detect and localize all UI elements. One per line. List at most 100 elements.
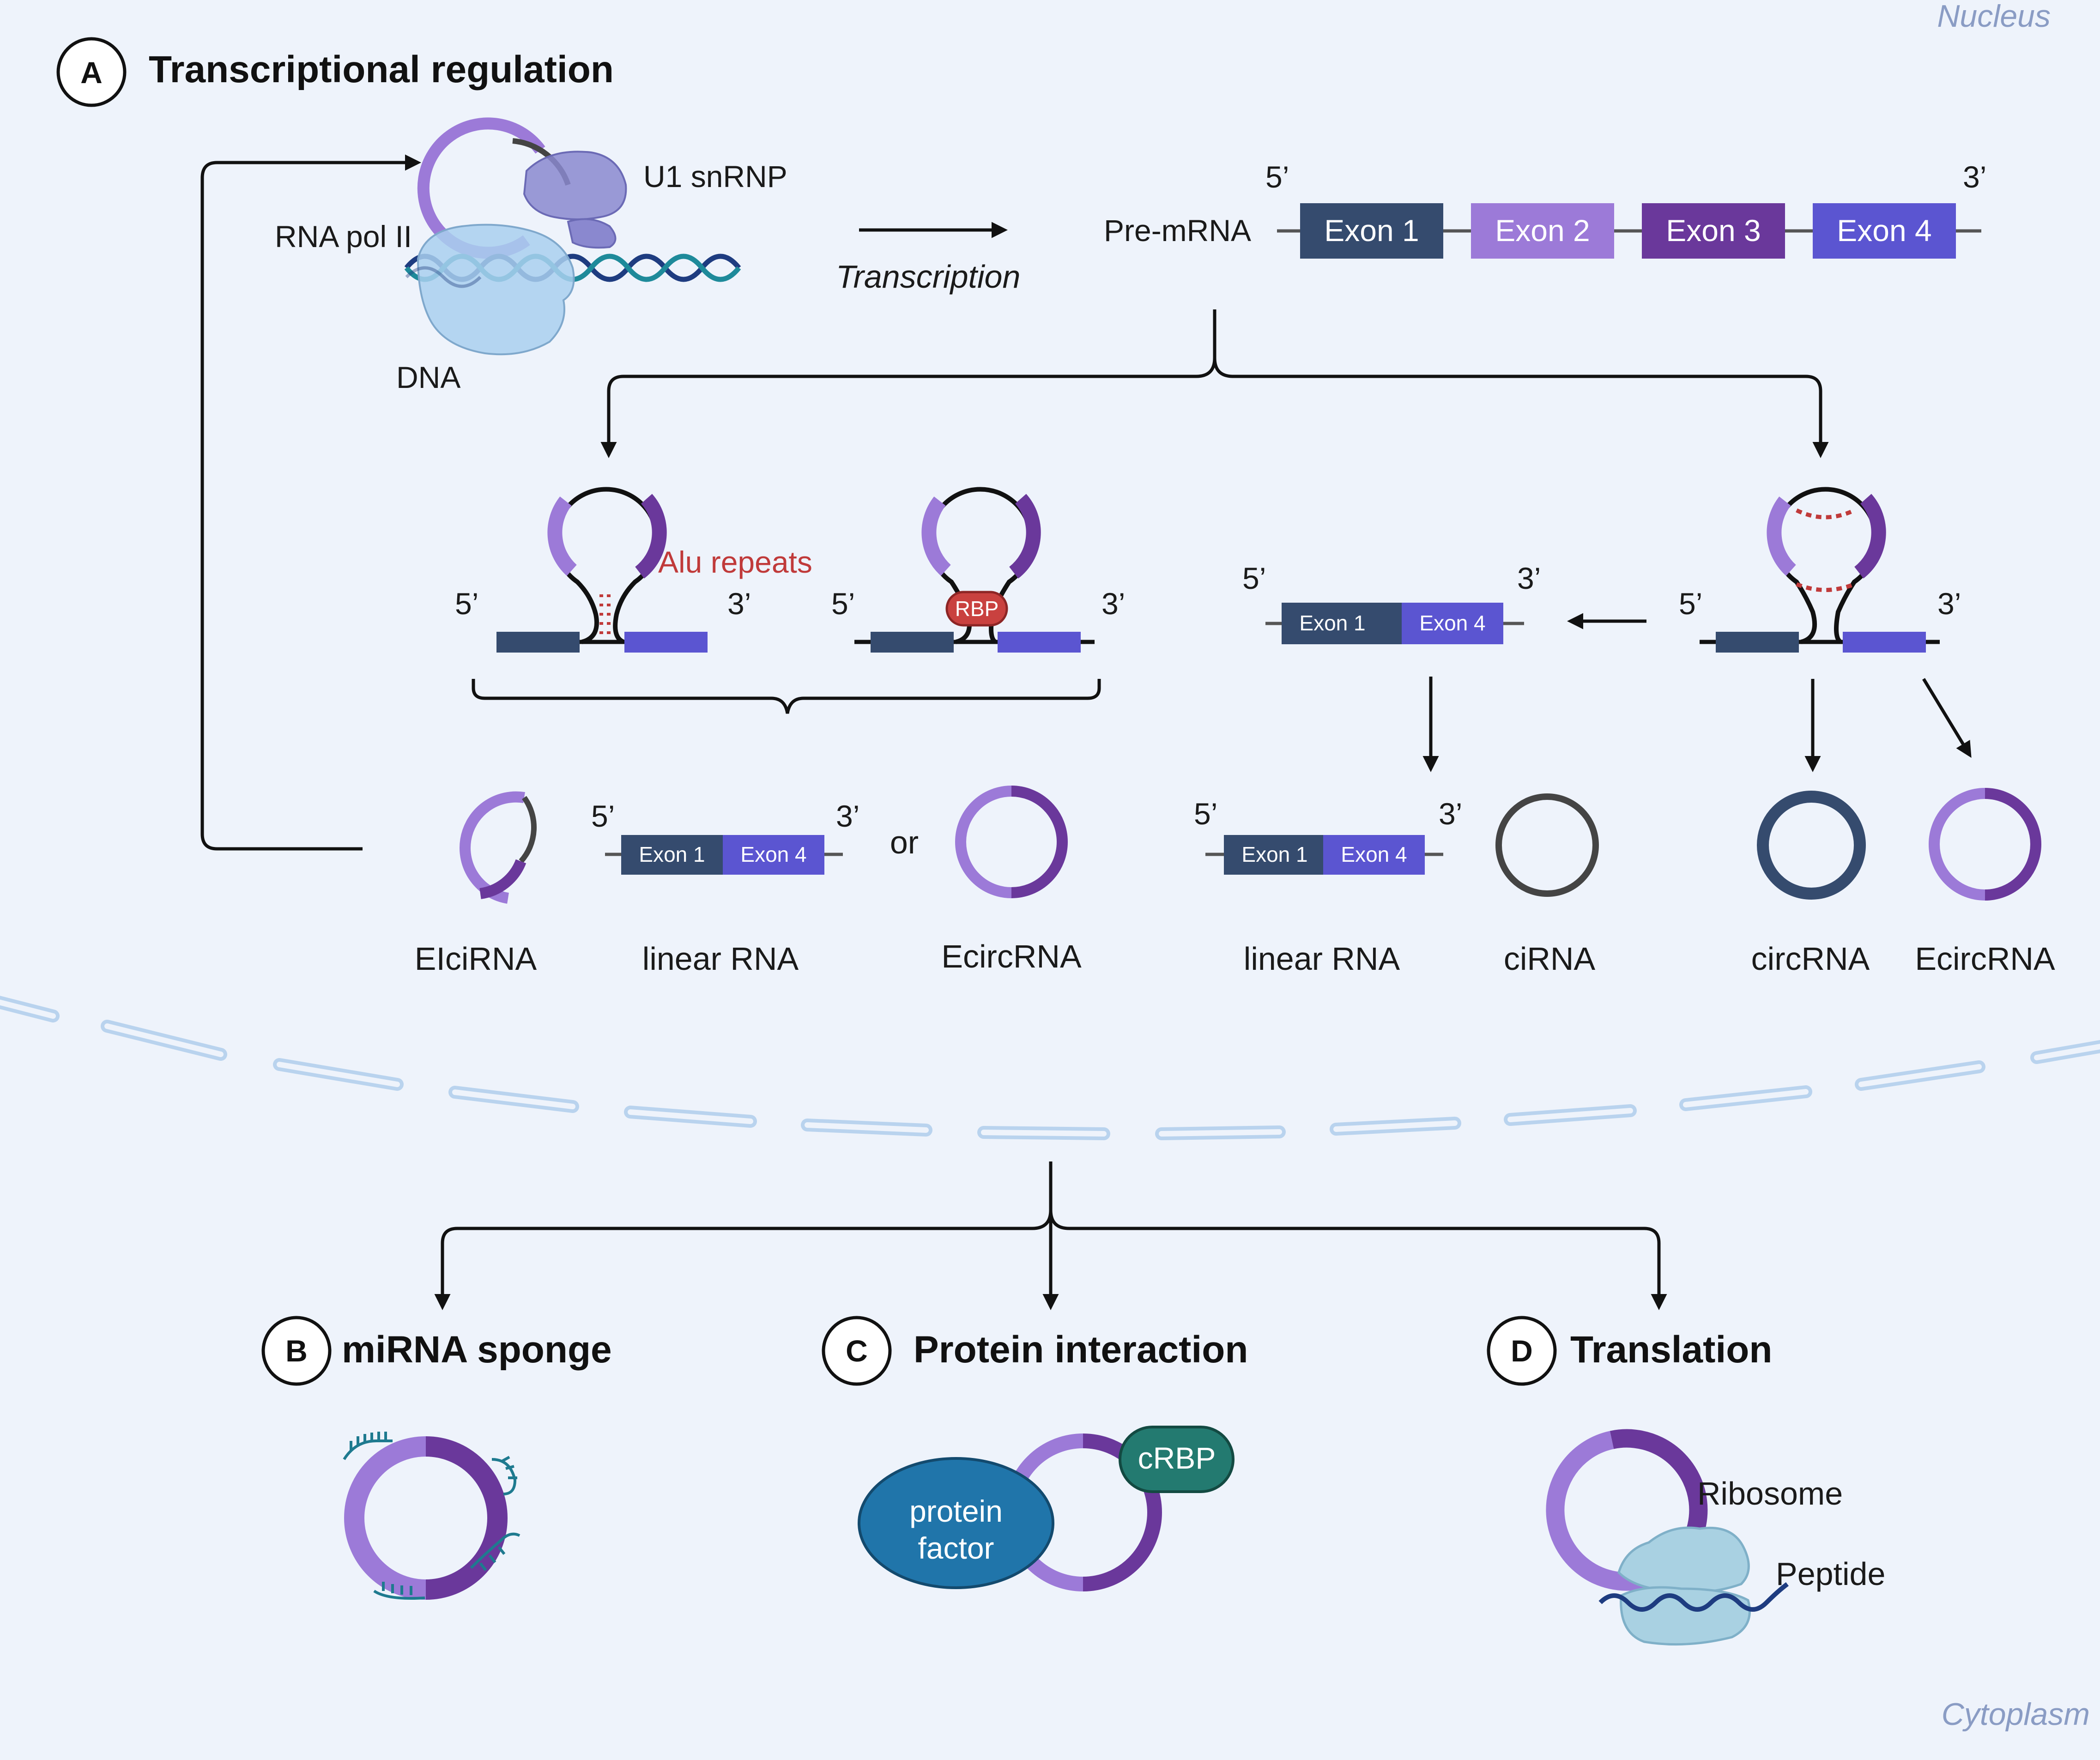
alu-3prime: 3’	[727, 587, 751, 621]
premrna-split-bracket	[600, 309, 1216, 458]
splice-mid-exon4	[1402, 603, 1503, 644]
crbp-label: cRBP	[1138, 1441, 1216, 1475]
linear-1-exon1-label: Exon 1	[639, 842, 705, 866]
splice-mid-5prime: 5’	[1242, 561, 1266, 595]
nuclear-membrane	[0, 996, 2100, 1140]
right-5prime: 5’	[1679, 587, 1702, 621]
alu-repeat-bonds	[599, 594, 612, 634]
panel-b-title: miRNA sponge	[342, 1329, 612, 1371]
splice-mid-3prime: 3’	[1517, 561, 1541, 595]
linear-rna-2: 5’ 3’ Exon 1 Exon 4	[1194, 797, 1462, 875]
hairpins-brace	[472, 679, 1101, 714]
rbp-hairpin: RBP 5’ 3’	[831, 487, 1125, 653]
splice-mid-exon1-label: Exon 1	[1299, 611, 1365, 635]
u1-snrnp-label: U1 snRNP	[643, 159, 787, 194]
ecircrna-2-label: EcircRNA	[1915, 941, 2055, 977]
peptide-chain	[1598, 1582, 1789, 1612]
panel-c-header: C Protein interaction	[822, 1316, 1248, 1386]
panel-c-title: Protein interaction	[914, 1329, 1248, 1371]
panel-b-badge	[261, 1316, 332, 1386]
panel-d-badge-letter: D	[1511, 1334, 1533, 1368]
panel-b-header: B miRNA sponge	[261, 1316, 612, 1386]
rna-pol-ii-shape	[417, 224, 575, 356]
exon-4-box	[1813, 203, 1956, 259]
elcirna-label: EIciRNA	[415, 941, 537, 977]
feedback-loop-arrow	[200, 154, 421, 851]
splice-mid-exon4-label: Exon 4	[1419, 611, 1485, 635]
ribosome-small-subunit	[1620, 1586, 1751, 1646]
elcirna-circle	[460, 791, 537, 904]
linear-rna-1-label: linear RNA	[642, 941, 799, 977]
protein-interaction-illustration: protein factor cRBP	[858, 1426, 1235, 1591]
linear-rna-2-label: linear RNA	[1244, 941, 1400, 977]
right-hairpin: 5’ 3’	[1679, 487, 1961, 653]
panel-a-badge-letter: A	[80, 55, 103, 90]
mirna-bound-icons	[343, 1432, 520, 1600]
ribosome-large-subunit	[1617, 1526, 1750, 1594]
protein-factor-label-line2: factor	[918, 1531, 994, 1565]
dna-through-pol	[405, 266, 482, 288]
linear-2-5prime: 5’	[1194, 797, 1217, 831]
right-3prime: 3’	[1937, 587, 1961, 621]
panel-d-title: Translation	[1570, 1329, 1772, 1371]
rbp-badge	[945, 591, 1008, 627]
bottom-branch-left	[434, 1161, 1053, 1310]
transcription-complex	[404, 117, 741, 356]
exon-3-label: Exon 3	[1666, 213, 1761, 248]
alu-exon4-block	[624, 632, 708, 653]
ecircrna-1-label: EcircRNA	[941, 938, 1082, 974]
panel-c-badge-letter: C	[846, 1334, 868, 1368]
protein-factor-shape	[858, 1457, 1054, 1589]
pre-mrna-label: Pre-mRNA	[1104, 213, 1251, 248]
linear-1-exon4	[723, 835, 824, 875]
right-hairpin-bond-top	[1796, 508, 1855, 520]
linear-1-exon4-label: Exon 4	[740, 842, 806, 866]
crbp-shape	[1119, 1426, 1235, 1493]
panel-a-header: A Transcriptional regulation	[56, 37, 614, 107]
right-hairpin-bond-bottom	[1796, 582, 1855, 592]
linear-2-exon4-label: Exon 4	[1341, 842, 1407, 866]
linear-2-exon4	[1323, 835, 1425, 875]
bottom-branch-right	[1049, 1210, 1667, 1310]
u1-snrnp-shape	[523, 151, 627, 220]
panel-a-title: Transcriptional regulation	[149, 48, 614, 91]
panel-c-badge	[822, 1316, 892, 1386]
linear-2-exon1-label: Exon 1	[1241, 842, 1307, 866]
right-diag-arrow	[1922, 678, 1972, 758]
linear-2-3prime: 3’	[1439, 797, 1462, 831]
rna-pol-ii-label: RNA pol II	[275, 219, 412, 254]
pre-mrna-3prime: 3’	[1963, 160, 1986, 194]
right-exon1-block	[1716, 632, 1799, 653]
exon-1-box	[1300, 203, 1443, 259]
rbp-exon4-block	[998, 632, 1081, 653]
pre-mrna: Pre-mRNA 5’ 3’ Exon 1 Exon 2 Exon 3 Exon…	[1104, 160, 1986, 259]
panel-b-badge-letter: B	[285, 1334, 308, 1368]
spliced-linear-intermediate: 5’ 3’ Exon 1 Exon 4	[1242, 561, 1541, 644]
linear-2-exon1	[1224, 835, 1325, 875]
protein-factor-label-line1: protein	[909, 1494, 1003, 1528]
or-label: or	[890, 824, 919, 860]
premrna-split-right	[1213, 357, 1829, 458]
cytoplasm-label: Cytoplasm	[1942, 1697, 2090, 1732]
exon-4-label: Exon 4	[1837, 213, 1931, 248]
circrna-label: circRNA	[1751, 941, 1870, 977]
peptide-label: Peptide	[1776, 1556, 1885, 1592]
rbp-exon1-block	[871, 632, 954, 653]
mirna-sponge-illustration	[343, 1432, 520, 1600]
linear-1-3prime: 3’	[836, 799, 859, 833]
exon-3-box	[1642, 203, 1785, 259]
cirna-circle	[1495, 793, 1599, 897]
rbp-label: RBP	[955, 597, 999, 621]
linear-rna-1: 5’ 3’ Exon 1 Exon 4	[591, 799, 859, 875]
linear-1-exon1	[621, 835, 723, 875]
exon-2-label: Exon 2	[1495, 213, 1590, 248]
cirna-label: ciRNA	[1504, 941, 1596, 977]
alu-hairpin: 5’ 3’ Alu repeats	[455, 487, 812, 653]
rbp-5prime: 5’	[831, 587, 855, 621]
exon-1-label: Exon 1	[1324, 213, 1419, 248]
exon-2-box	[1471, 203, 1614, 259]
panel-d-header: D Translation	[1487, 1316, 1772, 1386]
pre-mrna-5prime: 5’	[1265, 160, 1289, 194]
panel-a-badge	[56, 37, 127, 107]
